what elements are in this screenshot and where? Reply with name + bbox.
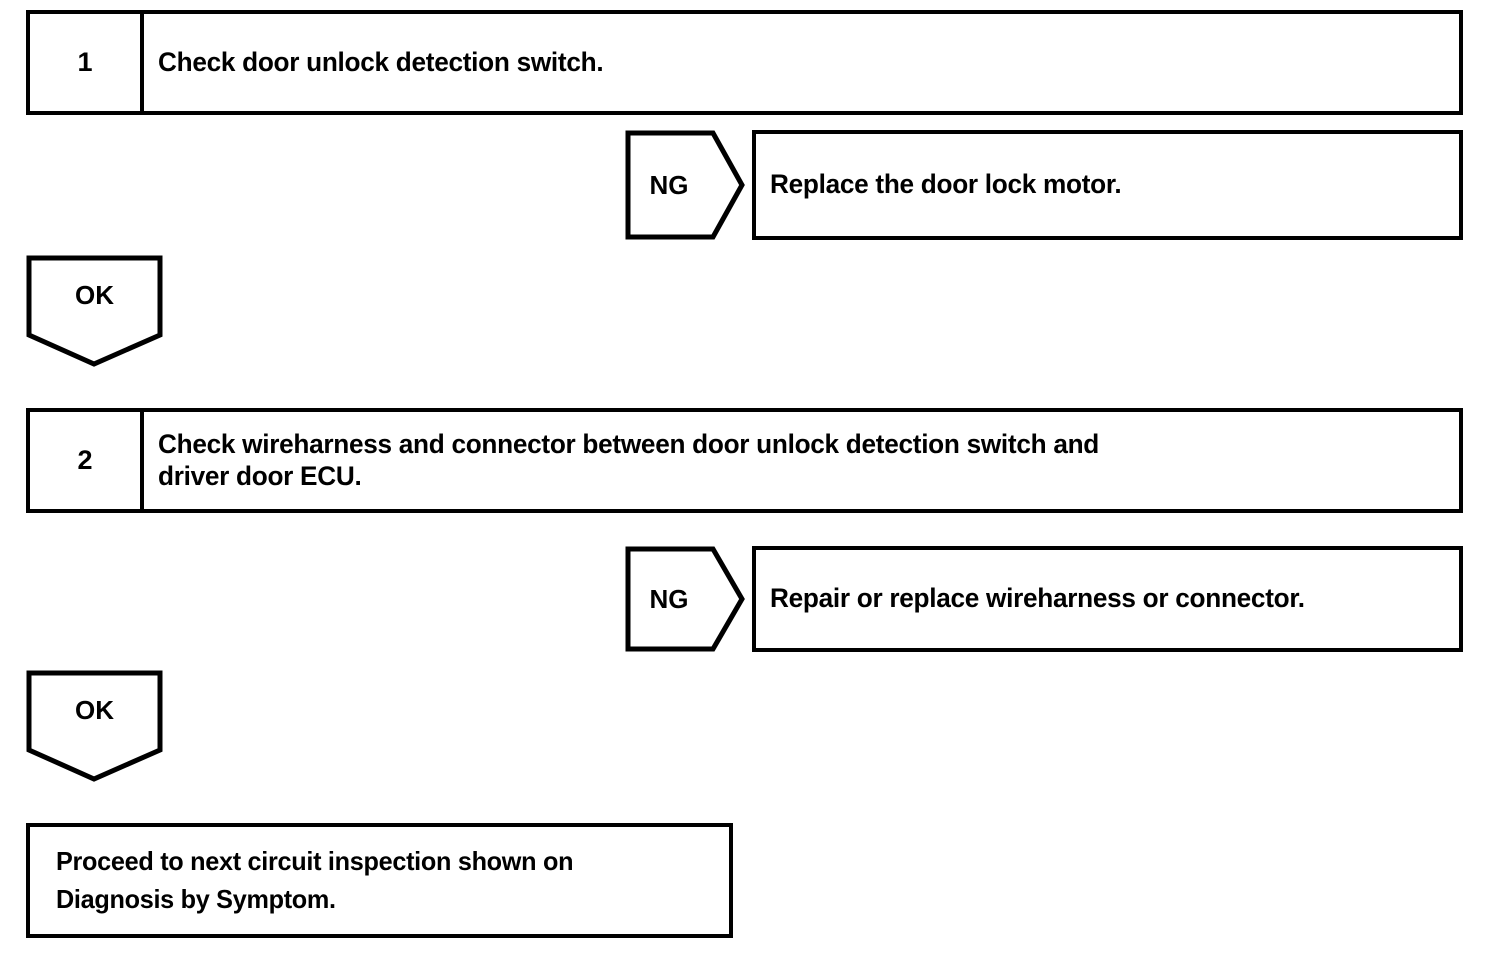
ok-label-1: OK <box>75 279 114 310</box>
ok-connector-1: OK <box>26 255 163 367</box>
ok-label-2: OK <box>75 694 114 725</box>
ok-connector-2: OK <box>26 670 163 782</box>
ng-result-box-2: Repair or replace wireharness or connect… <box>752 546 1463 652</box>
terminal-text: Proceed to next circuit inspection shown… <box>56 845 574 914</box>
ng-label-2: NG <box>649 583 689 614</box>
ng-result-box-1: Replace the door lock motor. <box>752 130 1463 240</box>
step-box-2: 2 Check wireharness and connector betwee… <box>26 408 1463 513</box>
ng-result-text-2: Repair or replace wireharness or connect… <box>770 583 1305 614</box>
step-text-container-2: Check wireharness and connector between … <box>144 412 1459 509</box>
ng-connector-2: NG <box>625 546 745 652</box>
step-number-2: 2 <box>30 412 144 509</box>
step-text-container-1: Check door unlock detection switch. <box>144 14 1459 111</box>
ng-connector-1: NG <box>625 130 745 240</box>
step-box-1: 1 Check door unlock detection switch. <box>26 10 1463 115</box>
terminal-box: Proceed to next circuit inspection shown… <box>26 823 733 938</box>
ng-result-text-1: Replace the door lock motor. <box>770 169 1122 200</box>
step-instruction-2: Check wireharness and connector between … <box>158 428 1100 491</box>
ng-label-1: NG <box>649 169 689 200</box>
step-number-1: 1 <box>30 14 144 111</box>
step-instruction-1: Check door unlock detection switch. <box>158 46 604 77</box>
